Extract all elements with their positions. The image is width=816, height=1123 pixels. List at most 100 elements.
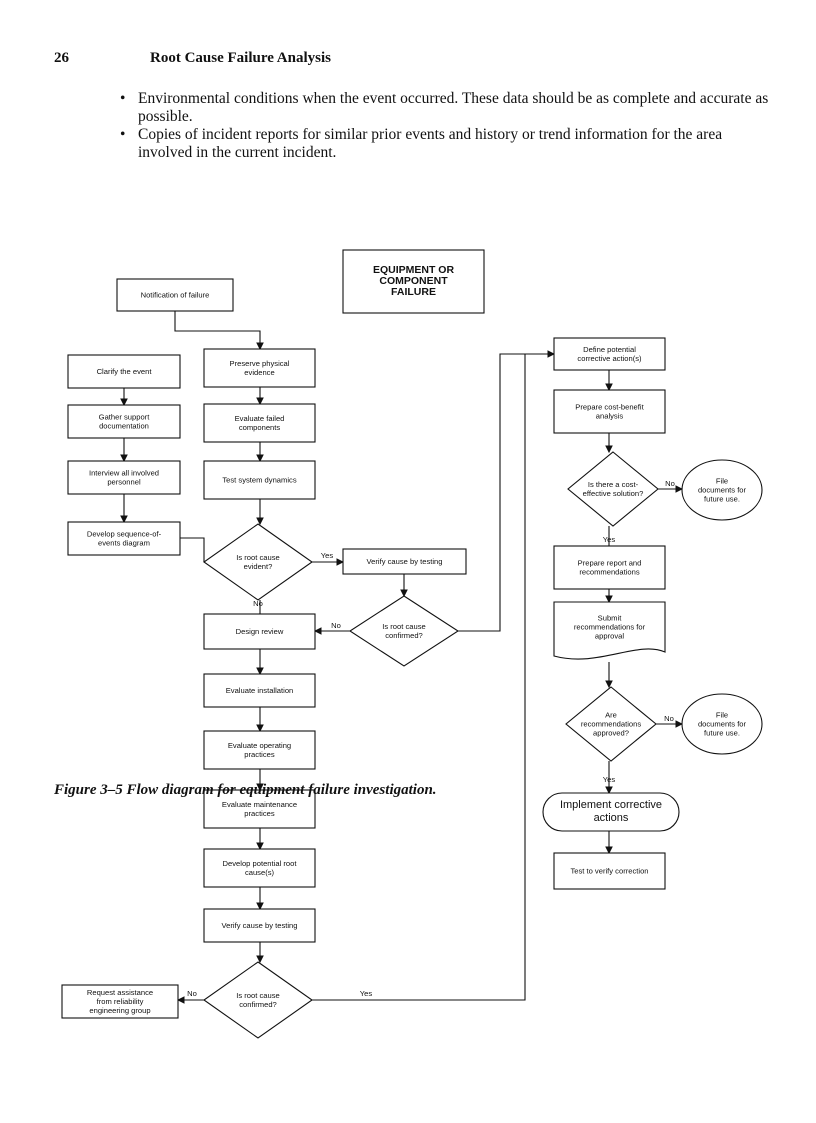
request-box (61, 984, 179, 1019)
bullet-list: Environmental conditions when the event … (118, 90, 778, 162)
flow-label-yes: Yes (603, 775, 616, 784)
define-box (553, 337, 666, 371)
running-title: Root Cause Failure Analysis (150, 50, 331, 66)
approved-label: Are (605, 711, 617, 720)
file1-terminal (681, 459, 763, 521)
figure-caption: Figure 3–5 Flow diagram for equipment fa… (54, 782, 437, 798)
confirmed2-label: confirmed? (239, 1000, 277, 1009)
cost-effective-label: Is there a cost- (588, 480, 639, 489)
prepare-report-box (553, 545, 666, 590)
eval-maint-label: Evaluate maintenance (222, 800, 297, 809)
submit-document (553, 601, 666, 660)
test-verify-label: Test to verify correction (570, 867, 648, 876)
interview-label: personnel (107, 478, 141, 487)
prepare-report-label: recommendations (579, 568, 640, 577)
eval-operating-box (203, 730, 316, 770)
implement-terminal (542, 792, 680, 832)
cost-benefit-box (553, 389, 666, 434)
preserve-label: Preserve physical (230, 359, 290, 368)
title-box (342, 249, 485, 314)
file1-label: File (716, 477, 728, 486)
dev-root-label: Develop potential root (223, 859, 298, 868)
define-label: corrective action(s) (577, 354, 642, 363)
eval-operating-label: Evaluate operating (228, 741, 291, 750)
page-number: 26 (54, 50, 69, 66)
notification-box (116, 278, 234, 312)
approved-label: recommendations (581, 720, 642, 729)
file1-label: documents for (698, 486, 747, 495)
file2-label: future use. (704, 729, 740, 738)
sequence-label: Develop sequence-of- (87, 530, 162, 539)
test-verify-box (553, 852, 666, 890)
clarify-box (67, 354, 181, 389)
design-review-label: Design review (236, 627, 284, 636)
eval-install-label: Evaluate installation (226, 686, 294, 695)
gather-box (67, 404, 181, 439)
file2-label: File (716, 711, 728, 720)
request-label: from reliability (97, 997, 144, 1006)
file2-label: documents for (698, 720, 747, 729)
sequence-label: events diagram (98, 539, 150, 548)
flow-connector (458, 350, 556, 632)
confirmed1-decision (348, 595, 460, 667)
bullet-item: Environmental conditions when the event … (118, 90, 778, 126)
gather-label: documentation (99, 422, 149, 431)
verify2-label: Verify cause by testing (222, 921, 298, 930)
flow-label-yes: Yes (603, 535, 616, 544)
flow-label-no: No (331, 621, 341, 630)
flow-connector (180, 537, 205, 562)
evaluate-failed-label: components (239, 423, 281, 432)
file2-terminal (681, 693, 763, 755)
sequence-box (67, 521, 181, 556)
flow-label-no: No (664, 714, 674, 723)
request-label: Request assistance (87, 988, 153, 997)
page-header: 26 Root Cause Failure Analysis (54, 50, 331, 67)
approved-label: approved? (593, 729, 629, 738)
evident-decision (203, 523, 313, 601)
flow-connector (174, 311, 264, 351)
implement-label: Implement corrective (560, 799, 662, 811)
submit-label: Submit (598, 614, 623, 623)
flow-label-no: No (187, 989, 197, 998)
notification-label: Notification of failure (141, 291, 210, 300)
submit-label: approval (595, 632, 624, 641)
evaluate-failed-box (203, 403, 316, 443)
interview-box (67, 460, 181, 495)
flow-label-yes: Yes (360, 989, 373, 998)
title-label: FAILURE (391, 286, 436, 298)
test-dynamics-label: Test system dynamics (222, 476, 296, 485)
confirmed2-decision (203, 961, 313, 1039)
flow-label-no: No (253, 599, 263, 608)
cost-effective-label: effective solution? (583, 489, 644, 498)
flow-label-yes: Yes (321, 551, 334, 560)
confirmed1-label: Is root cause (382, 622, 425, 631)
eval-operating-label: practices (244, 750, 275, 759)
interview-label: Interview all involved (89, 469, 159, 478)
preserve-box (203, 348, 316, 388)
cost-benefit-label: Prepare cost-benefit (575, 403, 644, 412)
eval-maint-label: practices (244, 809, 275, 818)
request-label: engineering group (89, 1006, 150, 1015)
title-label: COMPONENT (379, 275, 448, 287)
verify1-label: Verify cause by testing (367, 557, 443, 566)
bullet-item: Copies of incident reports for similar p… (118, 126, 778, 162)
evaluate-failed-label: Evaluate failed (235, 414, 285, 423)
file1-label: future use. (704, 495, 740, 504)
dev-root-label: cause(s) (245, 868, 275, 877)
eval-maint-box (203, 789, 316, 829)
implement-label: actions (594, 812, 629, 824)
verify1-box (342, 548, 467, 575)
eval-install-box (203, 673, 316, 708)
flow-label-no: No (665, 479, 675, 488)
prepare-report-label: Prepare report and (578, 559, 642, 568)
preserve-label: evidence (244, 368, 274, 377)
design-review-box (203, 613, 316, 650)
confirmed1-label: confirmed? (385, 631, 423, 640)
verify2-box (203, 908, 316, 943)
flow-connector (312, 354, 526, 1001)
test-dynamics-box (203, 460, 316, 500)
dev-root-box (203, 848, 316, 888)
submit-label: recommendations for (574, 623, 646, 632)
approved-decision (565, 686, 657, 762)
evident-label: Is root cause (236, 553, 279, 562)
